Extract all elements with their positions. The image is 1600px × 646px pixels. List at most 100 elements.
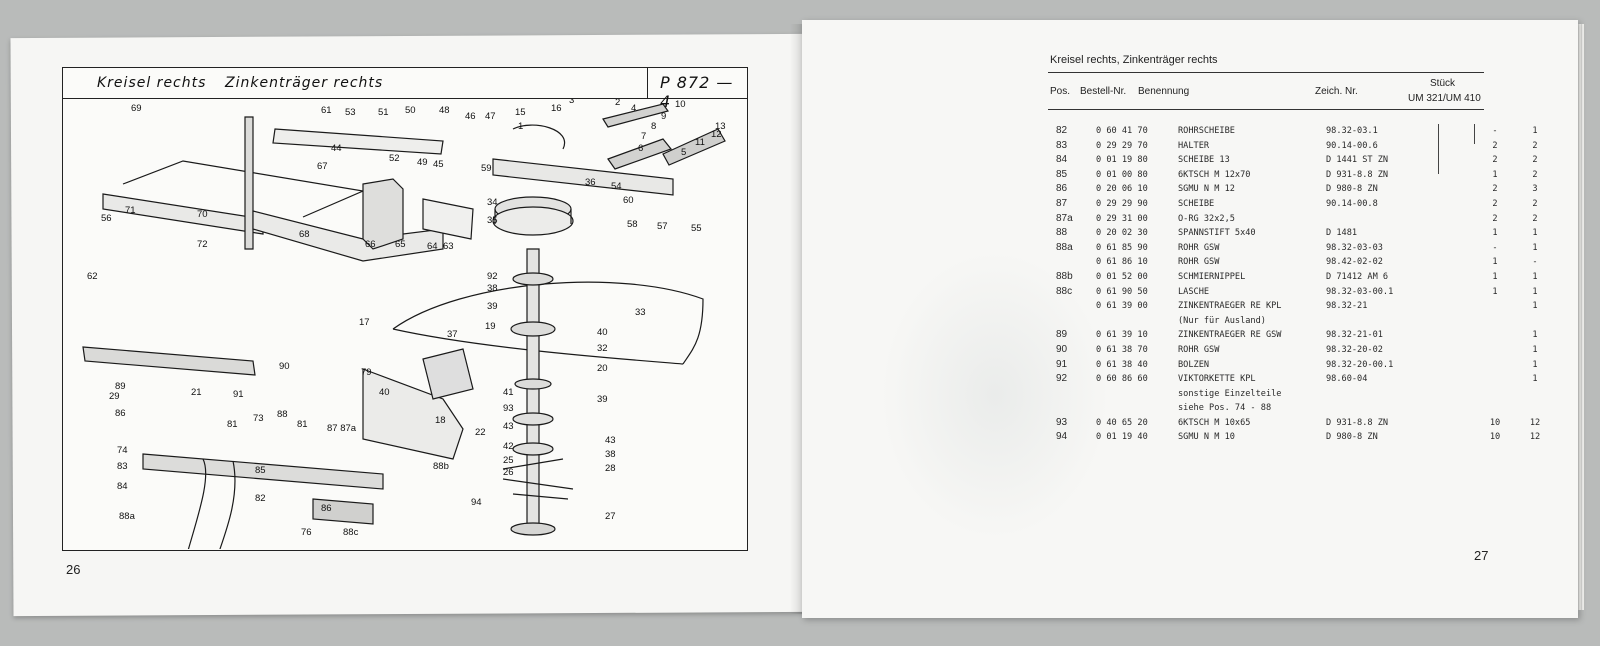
- callout: 11: [695, 137, 705, 148]
- row-benennung: 6KTSCH M 12x70: [1178, 169, 1251, 180]
- callout: 53: [345, 107, 356, 118]
- row-qty-um321: [1474, 401, 1516, 416]
- row-bestell-nr: 0 61 39 10: [1096, 330, 1148, 341]
- callout: 85: [255, 465, 266, 476]
- callout: 94: [471, 497, 482, 508]
- drawing-lines: [82, 103, 726, 549]
- row-pos: 94: [1056, 431, 1068, 443]
- callout: 44: [331, 143, 342, 154]
- diagram-title-bar: Kreisel rechts Zinkenträger rechts P 872…: [63, 68, 748, 111]
- row-qty-um410: 1: [1532, 301, 1538, 312]
- row-qty-um410: 1: [1532, 359, 1538, 370]
- callout: 93: [503, 403, 514, 414]
- row-qty-um321: 1: [1492, 228, 1498, 239]
- row-qty-um410: 3: [1532, 184, 1538, 195]
- row-zeich-nr: D 931-8.8 ZN: [1326, 169, 1389, 180]
- callout: 87 87a: [327, 423, 357, 434]
- row-pos: 87a: [1056, 212, 1073, 224]
- row-qty-um410: [1516, 401, 1554, 416]
- callout: 73: [253, 413, 264, 424]
- callout: 10: [675, 99, 686, 110]
- callout: 55: [691, 223, 702, 234]
- callout: 17: [359, 317, 370, 328]
- callout: 43: [503, 421, 514, 432]
- row-pos: 82: [1056, 125, 1068, 136]
- row-benennung: (Nur für Ausland): [1178, 315, 1266, 326]
- callout-labels: 69 61 53 51 50 48 46 47 15 3 2 16 10 14 …: [87, 99, 726, 538]
- callout: 71: [125, 205, 136, 216]
- row-qty-um321: 2: [1492, 155, 1498, 166]
- callout: 90: [279, 361, 290, 372]
- row-zeich-nr: D 71412 AM 6: [1326, 271, 1389, 282]
- row-pos: 90: [1056, 343, 1068, 355]
- row-bestell-nr: 0 20 02 30: [1096, 228, 1148, 239]
- row-benennung: SCHMIERNIPPEL: [1178, 271, 1246, 282]
- table-row: sonstige Einzelteile: [1056, 387, 1554, 402]
- row-benennung: ROHR GSW: [1178, 257, 1220, 268]
- row-benennung: BOLZEN: [1178, 359, 1210, 370]
- callout: 38: [487, 283, 498, 294]
- row-qty-um410: 2: [1532, 140, 1538, 151]
- row-qty-um321: 2: [1492, 198, 1498, 209]
- diagram-title-mid: Zinkenträger rechts: [225, 75, 384, 91]
- row-pos: [1056, 255, 1096, 270]
- callout: 32: [597, 343, 608, 354]
- callout: 42: [503, 441, 514, 452]
- row-zeich-nr: D 980-8 ZN: [1326, 432, 1378, 443]
- callout: 29: [109, 391, 120, 402]
- callout: 18: [435, 415, 446, 426]
- row-qty-um410: 1: [1532, 374, 1538, 385]
- callout: 88b: [433, 461, 449, 472]
- row-zeich-nr: 98.32-20-00.1: [1326, 359, 1394, 370]
- row-pos: 88: [1056, 227, 1068, 239]
- row-zeich-nr: 98.42-02-02: [1326, 257, 1383, 268]
- row-bestell-nr: [1096, 387, 1178, 402]
- row-benennung: ROHR GSW: [1178, 344, 1220, 355]
- row-qty-um321: [1474, 387, 1516, 402]
- left-page-number: 26: [66, 562, 81, 577]
- row-qty-um410: 1: [1532, 271, 1538, 282]
- row-benennung: SPANNSTIFT 5x40: [1178, 228, 1256, 239]
- diagram-code-box: P 872 — 4: [647, 68, 748, 111]
- callout: 9: [661, 111, 666, 122]
- callout: 38: [605, 449, 616, 460]
- row-qty-um410: [1516, 387, 1554, 402]
- row-benennung: ZINKENTRAEGER RE KPL: [1178, 301, 1282, 312]
- row-pos: 84: [1056, 154, 1068, 166]
- row-qty-um410: 12: [1529, 417, 1541, 428]
- row-zeich-nr: 98.32-03.1: [1326, 126, 1378, 136]
- callout: 70: [197, 209, 208, 220]
- callout: 40: [597, 327, 608, 338]
- callout: 68: [299, 229, 310, 240]
- table-row: (Nur für Ausland): [1056, 314, 1554, 329]
- callout: 21: [191, 387, 202, 398]
- callout: 35: [487, 215, 498, 226]
- row-zeich-nr: 98.32-03-00.1: [1326, 286, 1394, 297]
- callout: 88c: [343, 527, 359, 538]
- callout: 49: [417, 157, 428, 168]
- row-pos: 83: [1056, 139, 1068, 151]
- row-bestell-nr: 0 61 85 90: [1096, 242, 1148, 253]
- row-bestell-nr: 0 01 19 80: [1096, 155, 1148, 166]
- callout: 88: [277, 409, 288, 420]
- callout: 91: [233, 389, 244, 400]
- row-pos: 87: [1056, 197, 1068, 209]
- callout: 2: [615, 99, 620, 108]
- row-qty-um321: 2: [1492, 140, 1498, 151]
- callout: 28: [605, 463, 616, 474]
- row-bestell-nr: 0 61 86 10: [1096, 257, 1148, 268]
- row-pos: 86: [1056, 183, 1068, 195]
- row-bestell-nr: 0 01 52 00: [1096, 271, 1148, 282]
- callout: 64: [427, 241, 438, 252]
- row-bestell-nr: 0 61 38 70: [1096, 344, 1148, 355]
- row-benennung: O-RG 32x2,5: [1178, 213, 1235, 224]
- quantity-divider-right: [1474, 124, 1475, 144]
- row-pos: 88b: [1056, 270, 1073, 282]
- header-models: UM 321/UM 410: [1408, 93, 1481, 104]
